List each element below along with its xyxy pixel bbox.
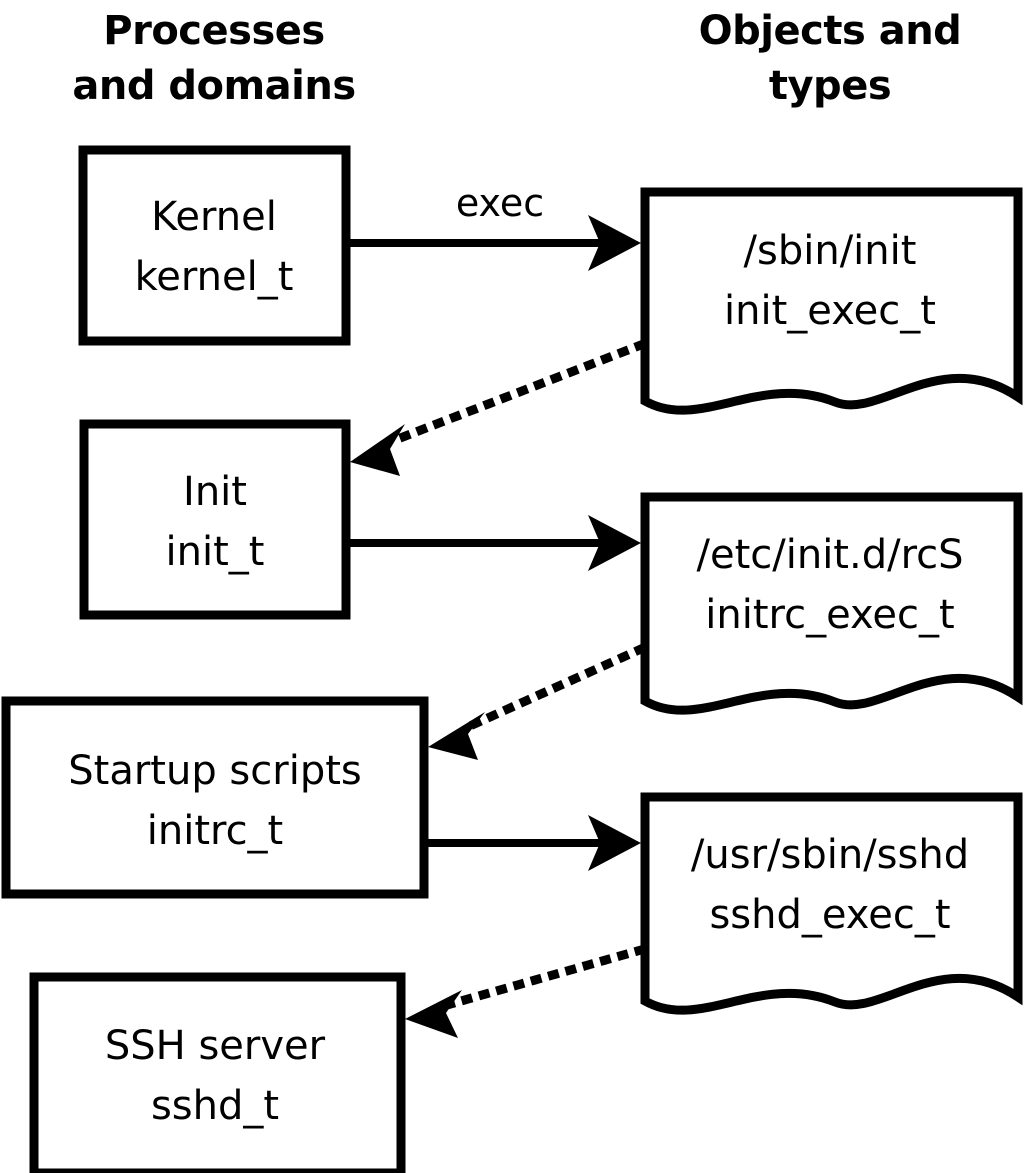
object-node-init-exec-line1: /sbin/init xyxy=(744,228,917,274)
edge-kernel-exec-init-exec: exec xyxy=(350,181,641,271)
process-node-init-box[interactable] xyxy=(79,419,351,620)
column-header-objects: Objects and types xyxy=(699,8,962,109)
process-node-init-line2: init_t xyxy=(166,529,265,575)
process-node-kernel-box[interactable] xyxy=(78,145,351,346)
process-node-ssh-server-line1: SSH server xyxy=(105,1023,326,1069)
edge-init-exec-transition-arrowhead xyxy=(350,424,405,476)
edge-sshd-exec-transition-line xyxy=(441,944,647,1011)
object-node-init-exec-line2: init_exec_t xyxy=(724,288,936,334)
edge-label-exec: exec xyxy=(456,181,544,225)
edge-init-exec-initrc-exec xyxy=(350,515,641,571)
edge-sshd-exec-transition-arrowhead xyxy=(405,990,462,1038)
object-node-initrc-exec-shape[interactable] xyxy=(640,492,1023,715)
column-header-objects-line2: types xyxy=(769,63,891,109)
edge-initrc-exec-transition-initrc xyxy=(428,643,647,760)
edge-kernel-exec-arrowhead xyxy=(588,215,641,271)
object-node-init-exec-shape[interactable] xyxy=(640,187,1023,415)
object-node-init-exec[interactable]: /sbin/init init_exec_t xyxy=(640,187,1023,415)
process-node-startup-scripts-line1: Startup scripts xyxy=(68,748,361,794)
object-node-sshd-exec-line1: /usr/sbin/sshd xyxy=(691,832,969,878)
object-node-sshd-exec-shape[interactable] xyxy=(640,792,1023,1015)
column-header-objects-line1: Objects and xyxy=(699,8,962,54)
edge-initrc-exec-transition-line xyxy=(464,643,647,732)
process-node-kernel-line1: Kernel xyxy=(151,194,277,240)
process-node-ssh-server-box[interactable] xyxy=(29,972,406,1173)
edge-initrc-exec-sshd-exec xyxy=(428,815,641,871)
process-node-init-line1: Init xyxy=(183,469,247,515)
object-node-sshd-exec[interactable]: /usr/sbin/sshd sshd_exec_t xyxy=(640,792,1023,1015)
edge-initrc-exec-transition-arrowhead xyxy=(428,712,485,760)
object-node-initrc-exec-line1: /etc/init.d/rcS xyxy=(696,532,963,578)
edge-init-exec-arrowhead xyxy=(588,515,641,571)
edge-init-exec-transition-init xyxy=(350,339,647,476)
process-node-kernel[interactable]: Kernel kernel_t xyxy=(78,145,351,346)
object-node-sshd-exec-line2: sshd_exec_t xyxy=(709,892,950,938)
process-node-ssh-server-line2: sshd_t xyxy=(151,1083,279,1129)
edge-initrc-exec-arrowhead xyxy=(588,815,641,871)
process-node-startup-scripts[interactable]: Startup scripts initrc_t xyxy=(1,696,429,899)
process-node-init[interactable]: Init init_t xyxy=(79,419,351,620)
column-header-processes-line1: Processes xyxy=(103,8,324,54)
process-node-startup-scripts-box[interactable] xyxy=(1,696,429,899)
column-header-processes-line2: and domains xyxy=(72,63,355,109)
column-header-processes: Processes and domains xyxy=(72,8,356,109)
process-node-kernel-line2: kernel_t xyxy=(135,254,294,300)
process-node-startup-scripts-line2: initrc_t xyxy=(147,808,284,854)
process-node-ssh-server[interactable]: SSH server sshd_t xyxy=(29,972,406,1173)
object-node-initrc-exec-line2: initrc_exec_t xyxy=(705,592,954,638)
edge-init-exec-transition-line xyxy=(384,339,647,448)
object-node-initrc-exec[interactable]: /etc/init.d/rcS initrc_exec_t xyxy=(640,492,1023,715)
edge-sshd-exec-transition-sshd xyxy=(405,944,647,1038)
